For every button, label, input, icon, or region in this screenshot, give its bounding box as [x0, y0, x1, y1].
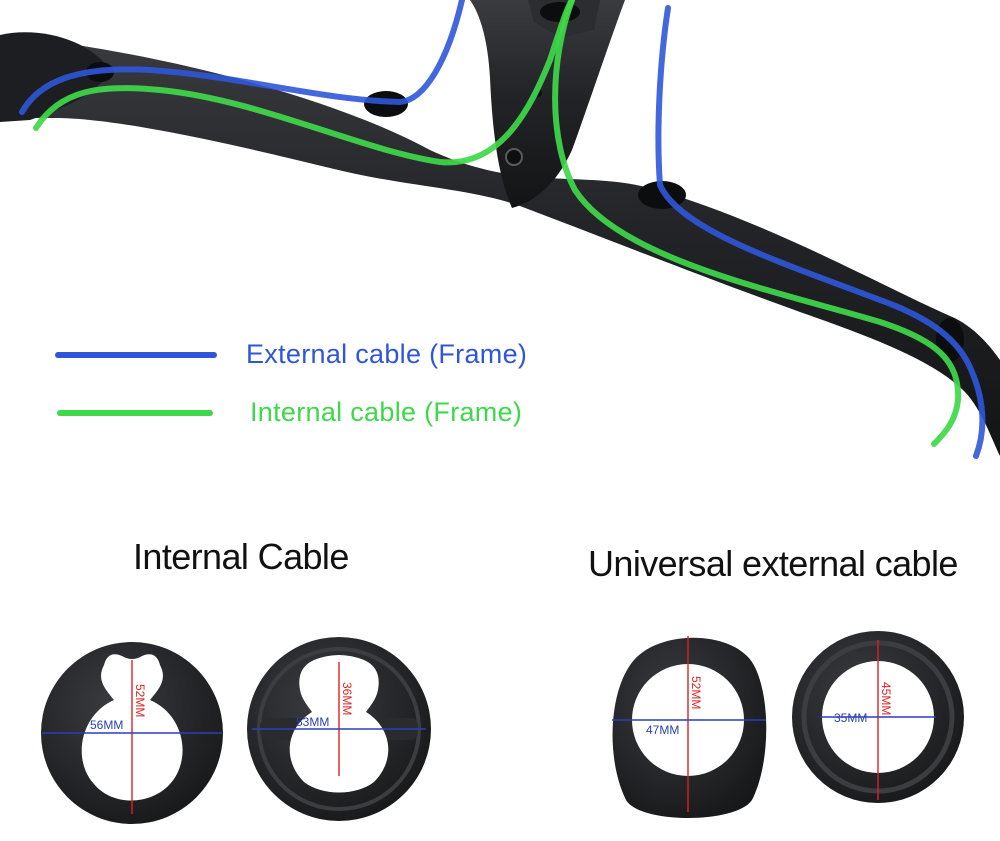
dim-internal-top-height: 52MM	[133, 684, 147, 717]
cable-routing	[19, 0, 986, 459]
section-title-internal: Internal Cable	[133, 536, 349, 577]
section-title-external: Universal external cable	[588, 543, 958, 584]
dim-external-top-width: 47MM	[646, 723, 679, 737]
dim-internal-bottom-width: 53MM	[296, 715, 329, 729]
dim-external-bottom-height: 45MM	[879, 682, 893, 715]
dim-internal-bottom-height: 36MM	[340, 682, 354, 715]
spacer-internal-top	[41, 642, 223, 824]
dim-external-bottom-width: 35MM	[834, 711, 867, 725]
dim-internal-top-width: 56MM	[90, 718, 123, 732]
legend-label-external: External cable (Frame)	[246, 339, 528, 369]
spacer-external-top	[612, 636, 767, 818]
dim-external-top-height: 52MM	[689, 676, 703, 709]
external-cable-route-right	[655, 5, 986, 459]
cable-port-stem-top	[540, 2, 580, 22]
mount-hole	[505, 148, 523, 166]
internal-cable-route-left	[33, 0, 575, 166]
spacer-internal-bottom	[247, 637, 431, 821]
legend-label-internal: Internal cable (Frame)	[250, 397, 523, 427]
internal-cable-route-right	[552, 0, 962, 447]
handlebar-bar	[0, 35, 1000, 456]
external-cable-route-left	[19, 0, 465, 115]
spacer-external-bottom	[792, 631, 964, 803]
